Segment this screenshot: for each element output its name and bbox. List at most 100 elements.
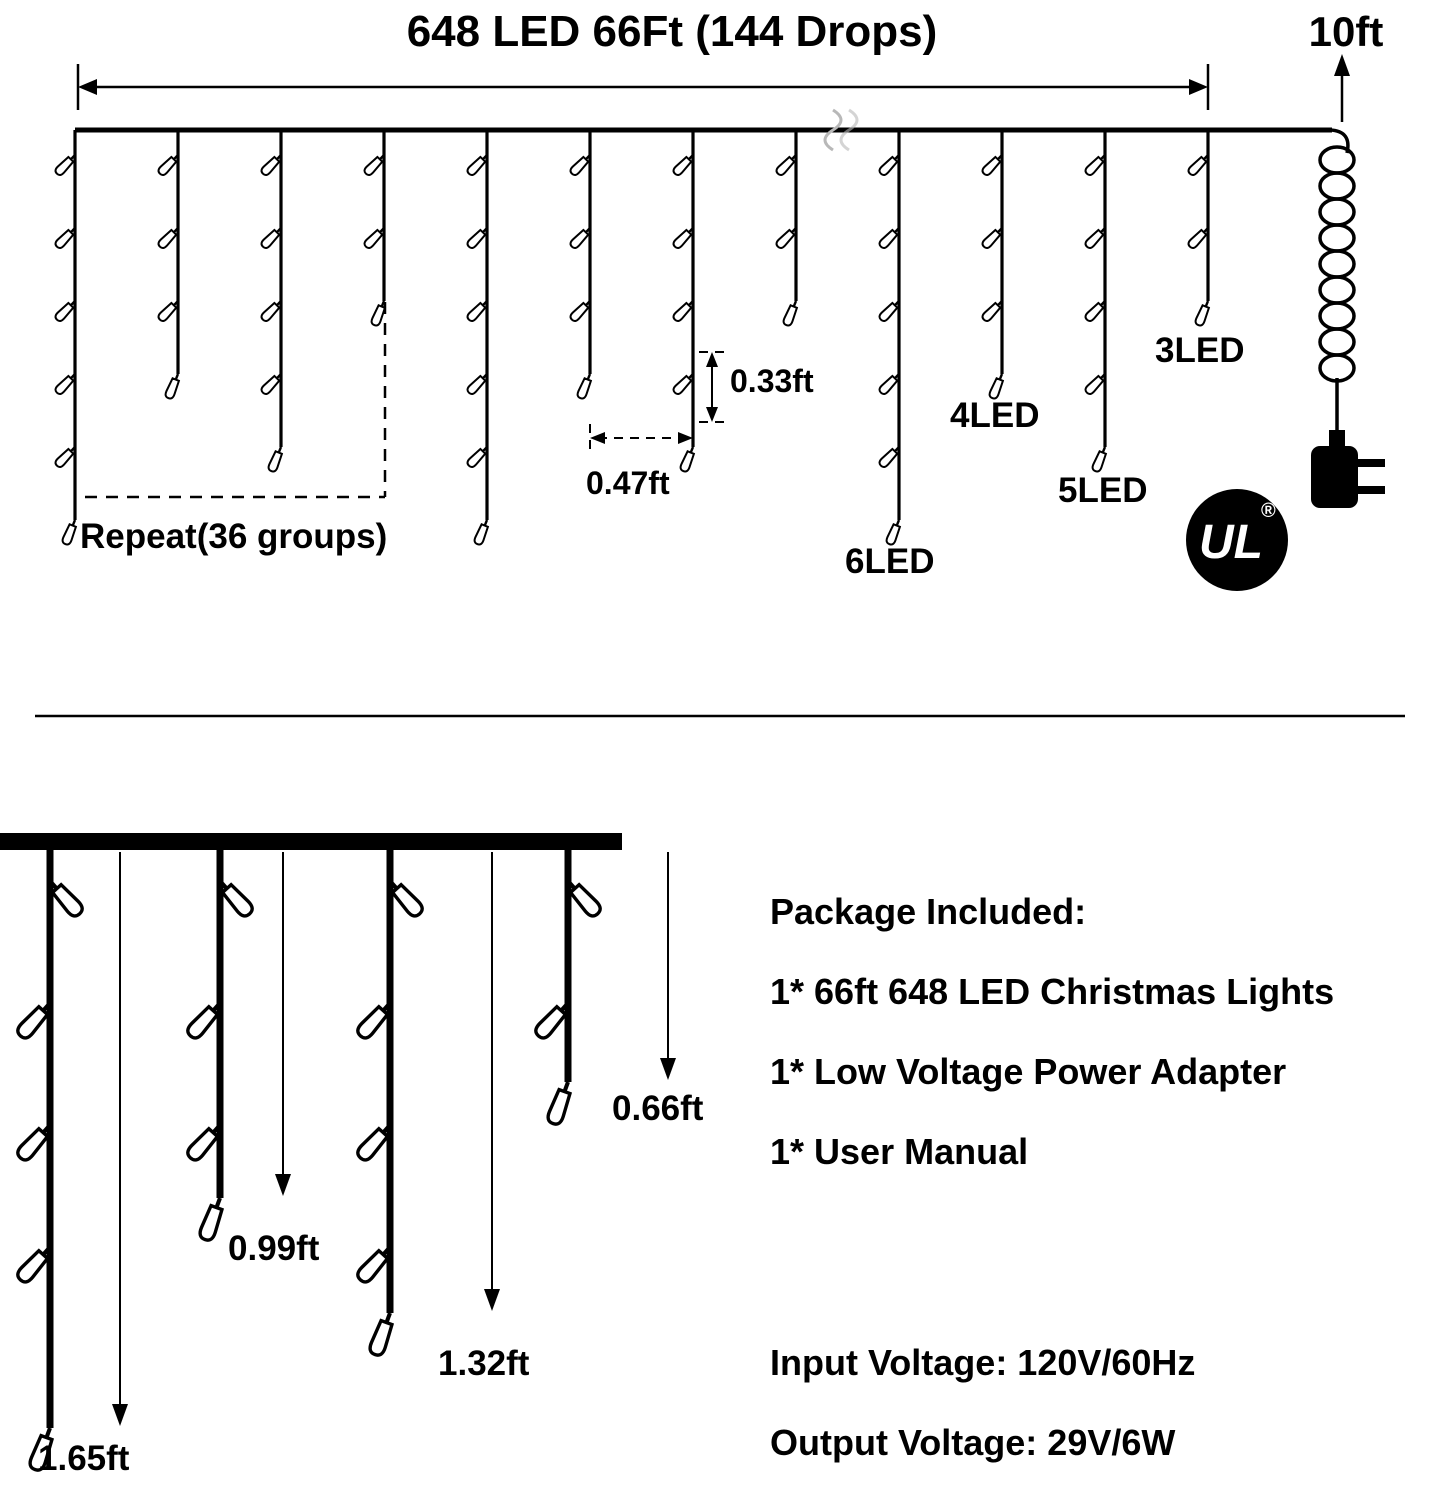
led-bulb-icon [164,373,181,400]
led-bulb-icon [981,227,1003,250]
coil-loop [1318,275,1356,305]
led-bulb-icon [878,446,900,469]
led-bulb-icon [878,300,900,323]
led-bulb-icon [198,1197,225,1242]
led-bulb-icon [878,373,900,396]
led-bulb-icon [368,1312,395,1357]
coil-loop [1318,301,1356,331]
led-bulb-icon [466,154,488,177]
drop-length-label: 0.99ft [228,1229,320,1268]
label-4led: 4LED [950,396,1039,435]
diagram-title: 648 LED 66Ft (144 Drops) [407,7,938,56]
led-bulb-icon [54,446,76,469]
led-bulb-icon [48,879,84,918]
led-bulb-icon [260,300,282,323]
led-bulb-icon [28,1427,55,1472]
led-bulb-icon [576,373,593,400]
right-arrowhead-icon [678,432,693,444]
package-heading: Package Included: [770,891,1086,932]
coil-loop [1318,171,1356,201]
coil-loop [1318,197,1356,227]
coil-loop [1318,327,1356,357]
lead-wire-arrow [1334,54,1350,122]
led-bulb-icon [672,300,694,323]
led-bulb-icon [569,300,591,323]
led-bulb-icon [534,1001,570,1040]
ul-logo: UL ® [1186,489,1288,591]
package-item: 1* User Manual [770,1131,1028,1172]
led-bulb-icon [672,154,694,177]
led-bulb-icon [878,154,900,177]
coil-loop [1318,145,1356,175]
coil-loop [1318,353,1356,383]
drop-length-label: 1.32ft [438,1344,530,1383]
led-bulb-icon [679,446,696,473]
led-bulb-icon [1187,227,1209,250]
down-arrowhead-icon [112,1404,128,1426]
label-3led: 3LED [1155,331,1244,370]
led-bulb-icon [672,373,694,396]
led-bulb-icon [54,227,76,250]
led-bulb-icon [363,154,385,177]
right-arrowhead-icon [1189,79,1208,95]
led-bulb-icon [54,300,76,323]
wire-break-squiggle-icon [823,108,859,152]
led-bulb-icon [473,519,490,546]
top-drops [54,130,1211,546]
led-bulb-icon [356,1001,392,1040]
led-bulb-icon [466,373,488,396]
power-cord-coil [1318,145,1356,383]
drop-spacing-label: 0.47ft [586,465,670,501]
led-bulb-icon [16,1245,52,1284]
led-bulb-icon [218,879,254,918]
led-bulb-icon [356,1123,392,1162]
ul-logo-circle [1186,489,1288,591]
spec-output-voltage: Output Voltage: 29V/6W [770,1422,1175,1463]
led-bulb-icon [546,1081,573,1126]
ul-registered-mark: ® [1261,500,1276,522]
down-arrowhead-icon [484,1289,500,1311]
coil-loop [1318,249,1356,279]
led-bulb-icon [1091,446,1108,473]
package-item: 1* 66ft 648 LED Christmas Lights [770,971,1334,1012]
left-arrowhead-icon [78,79,97,95]
drop-length-label: 0.66ft [612,1089,704,1128]
down-arrowhead-icon [660,1058,676,1080]
down-arrowhead-icon [275,1174,291,1196]
bulb-spacing-label: 0.33ft [730,363,814,399]
led-bulb-icon [157,227,179,250]
led-bulb-icon [186,1001,222,1040]
led-bulb-icon [16,1123,52,1162]
bulb-spacing-dimension [699,351,725,423]
led-bulb-icon [988,373,1005,400]
led-bulb-icon [569,227,591,250]
led-bulb-icon [1194,300,1211,327]
led-bulb-icon [186,1123,222,1162]
led-bulb-icon [267,446,284,473]
power-plug-icon [1311,430,1385,508]
led-bulb-icon [16,1001,52,1040]
left-arrowhead-icon [590,432,605,444]
up-arrowhead-icon [706,352,718,367]
led-bulb-icon [356,1245,392,1284]
led-bulb-icon [566,879,602,918]
up-arrowhead-icon [1334,54,1350,76]
led-bulb-icon [782,300,799,327]
led-bulb-icon [878,227,900,250]
led-bulb-icon [1084,373,1106,396]
led-bulb-icon [885,519,902,546]
repeat-label: Repeat(36 groups) [80,517,387,556]
bottom-drops [16,848,602,1472]
ul-logo-letters: UL [1199,516,1263,569]
led-bulb-icon [1187,154,1209,177]
drop-spacing-dimension [589,424,693,452]
package-item: 1* Low Voltage Power Adapter [770,1051,1286,1092]
led-bulb-icon [1084,300,1106,323]
lead-wire-label: 10ft [1309,8,1384,55]
led-bulb-icon [466,300,488,323]
down-arrowhead-icon [706,407,718,422]
led-bulb-icon [466,227,488,250]
led-bulb-icon [260,227,282,250]
